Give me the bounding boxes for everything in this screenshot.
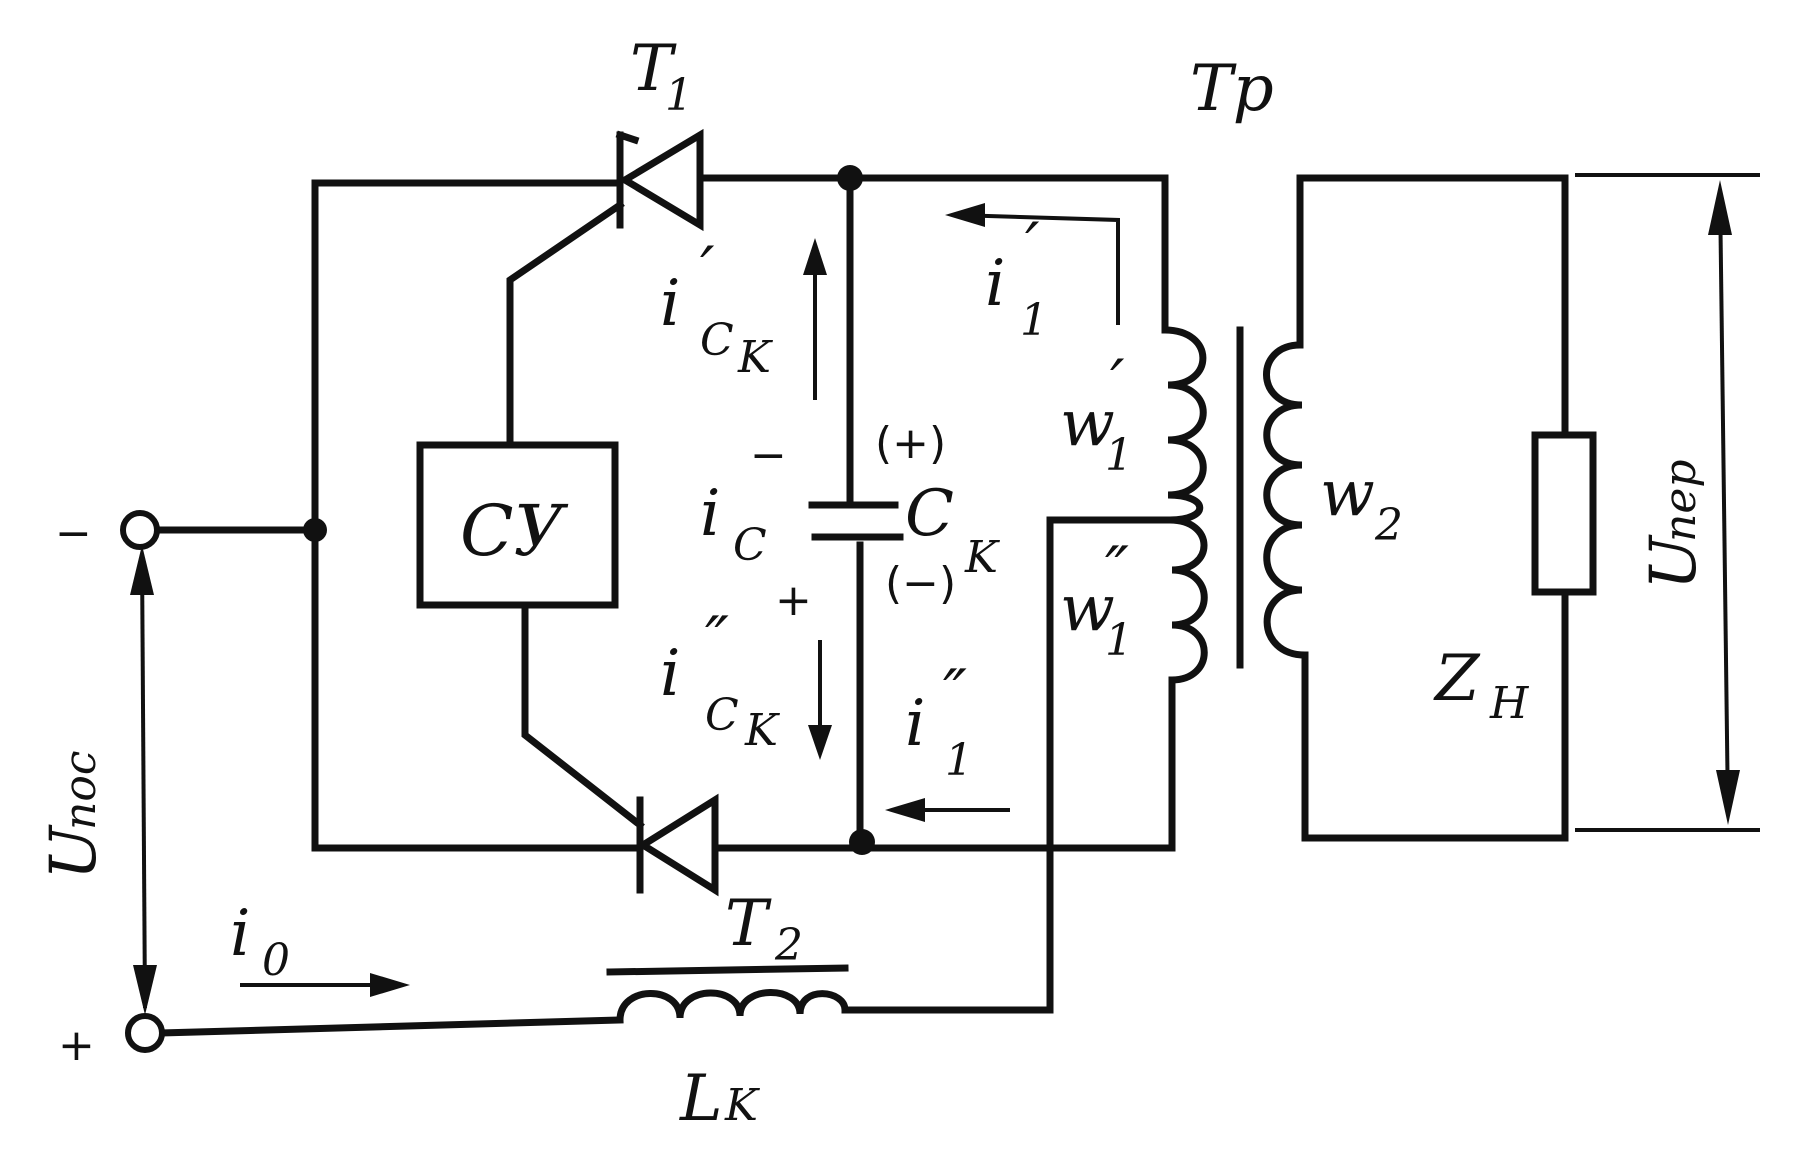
svg-text:пос: пос: [55, 751, 106, 830]
svg-text:C: C: [705, 690, 739, 741]
junction-bottom: [849, 829, 875, 855]
thyristor-t2: [636, 793, 719, 897]
capacitor-sub: K: [964, 532, 1000, 583]
svg-text:i: i: [985, 247, 1005, 321]
control-unit-label: СУ: [460, 490, 569, 572]
svg-text:′: ′: [700, 234, 715, 308]
i0-label: i 0: [230, 897, 410, 997]
junction-left: [303, 518, 327, 542]
svg-text:′: ′: [1025, 210, 1040, 284]
svg-text:K: K: [744, 705, 780, 756]
i1-bottom-label: i ″ 1: [885, 657, 1010, 822]
i1-top-arrow: [954, 213, 1120, 325]
thyristor-t1: [615, 128, 704, 232]
svg-text:1: 1: [1105, 430, 1133, 481]
svg-text:′: ′: [1110, 347, 1125, 421]
thyristor-t2-triangle: [636, 793, 719, 897]
wiring: [154, 174, 1569, 1037]
svg-text:C: C: [700, 315, 734, 366]
svg-text:″: ″: [943, 657, 967, 731]
svg-text:H: H: [1489, 678, 1530, 729]
i-ck-top-label: i ′ C K: [660, 234, 827, 400]
secondary-winding: [1263, 341, 1306, 659]
svg-text:″: ″: [705, 604, 729, 678]
t2-label: T 2: [725, 887, 803, 971]
cap-polarity-top: (+): [875, 418, 946, 469]
i1-top-label: i ′ 1: [945, 203, 1120, 346]
svg-text:i: i: [905, 687, 925, 761]
svg-text:2: 2: [774, 920, 803, 971]
i-c-minus: −: [750, 430, 787, 481]
svg-text:K: K: [737, 332, 773, 383]
primary-winding-lower: [1169, 516, 1208, 684]
terminal-minus-label: −: [55, 508, 92, 559]
transformer-label: Tp: [1190, 52, 1274, 126]
svg-text:T: T: [630, 32, 677, 106]
inductor-core-line: [606, 964, 849, 976]
svg-text:i: i: [230, 897, 250, 971]
primary-winding-upper: [1164, 326, 1207, 524]
i-c-plus: +: [775, 575, 812, 626]
input-terminals: − +: [55, 508, 165, 1071]
u-in-indicator: U пос: [37, 545, 157, 1015]
control-unit: СУ: [416, 441, 619, 609]
junction-dots: [303, 165, 875, 855]
load-resistor: [1531, 431, 1597, 596]
svg-text:K: K: [724, 1080, 760, 1131]
svg-text:i: i: [660, 267, 680, 341]
svg-text:1: 1: [1020, 295, 1048, 346]
svg-text:U: U: [1637, 534, 1711, 590]
u-out-indicator: U пер: [1575, 173, 1760, 832]
svg-text:T: T: [725, 887, 772, 961]
svg-text:L: L: [679, 1062, 723, 1136]
svg-text:1: 1: [1105, 615, 1133, 666]
svg-text:1: 1: [945, 735, 973, 786]
svg-text:пер: пер: [1655, 459, 1706, 542]
terminal-plus-label: +: [58, 1020, 95, 1071]
svg-text:i: i: [700, 477, 720, 551]
svg-text:″: ″: [1105, 534, 1129, 608]
svg-text:1: 1: [665, 70, 693, 121]
svg-text:C: C: [733, 520, 767, 571]
svg-text:U: U: [37, 824, 111, 880]
i-c-label: i C − +: [700, 430, 812, 626]
svg-text:w: w: [1060, 572, 1115, 646]
load-zh: Z H: [1433, 431, 1597, 729]
svg-text:w: w: [1320, 457, 1375, 531]
junction-top: [837, 165, 863, 191]
svg-text:w: w: [1060, 387, 1115, 461]
thyristor-t1-triangle: [618, 128, 704, 232]
capacitor-label: C: [905, 477, 954, 551]
cap-polarity-bottom: (−): [885, 558, 956, 609]
transformer-tp: Tp w ′ 1 w ″ 1 w 2: [1060, 52, 1403, 684]
inductor-winding: [616, 989, 849, 1021]
terminal-plus[interactable]: [125, 1013, 165, 1053]
terminal-minus[interactable]: [120, 510, 160, 550]
svg-text:i: i: [660, 637, 680, 711]
svg-text:2: 2: [1374, 500, 1403, 551]
inductor-lk: L K: [606, 964, 849, 1136]
svg-text:Z: Z: [1433, 642, 1481, 716]
svg-text:0: 0: [262, 935, 290, 986]
control-unit-box: [416, 441, 619, 609]
capacitor-ck: C K (+) (−): [808, 418, 1000, 609]
i-ck-bottom-label: i ″ C K: [660, 604, 832, 760]
t1-label: T 1: [630, 32, 693, 121]
